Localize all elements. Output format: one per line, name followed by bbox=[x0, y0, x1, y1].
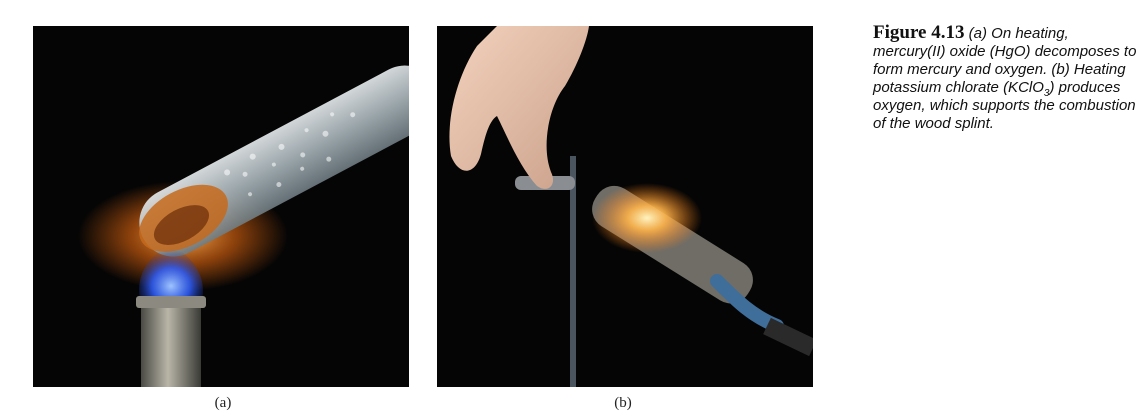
panel-label-b: (b) bbox=[614, 395, 632, 411]
caption-text-part2: ) produces oxygen, which supports the co… bbox=[873, 79, 1136, 132]
burning-splint-glow bbox=[592, 183, 702, 253]
photo-heating-potassium-chlorate bbox=[449, 26, 813, 387]
photo-panel-a bbox=[33, 26, 409, 387]
panel-label-a: (a) bbox=[214, 395, 232, 411]
caption-text-part1: (a) On heating, mercury(II) oxide (HgO) … bbox=[873, 25, 1137, 96]
hand bbox=[449, 26, 589, 189]
figure-number: Figure 4.13 bbox=[873, 22, 965, 43]
photo-heating-mercury-oxide bbox=[78, 65, 409, 387]
ring-stand-rod bbox=[570, 156, 576, 387]
blue-flame bbox=[139, 244, 203, 304]
bunsen-burner bbox=[141, 302, 201, 387]
caption-subscript: 3 bbox=[1043, 88, 1050, 99]
figure-caption: Figure 4.13 (a) On heating, mercury(II) … bbox=[873, 22, 1141, 133]
photo-panel-b bbox=[437, 26, 813, 387]
